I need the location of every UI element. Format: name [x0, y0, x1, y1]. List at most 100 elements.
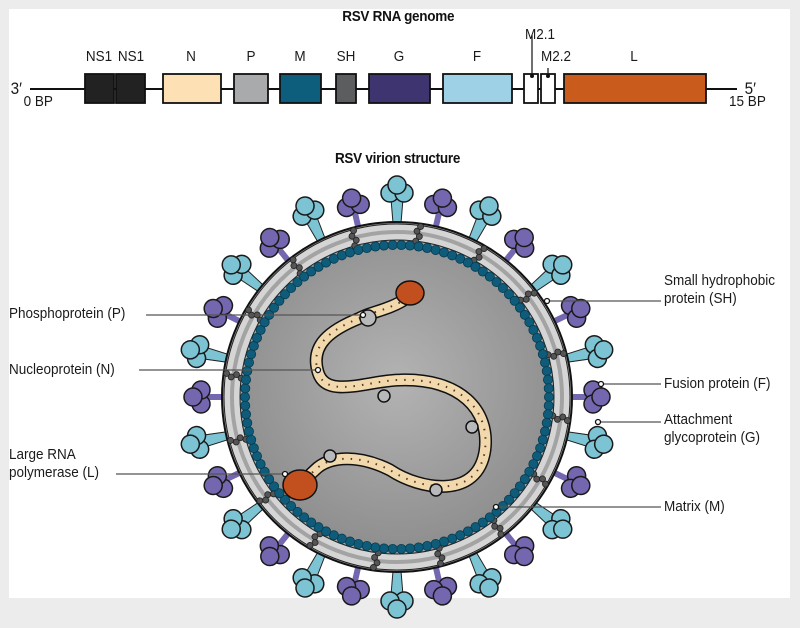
matrix-bead	[353, 244, 364, 255]
label-sh-line2: protein (SH)	[664, 290, 737, 307]
gene-box-m2-1	[523, 73, 539, 104]
gene-box-m	[279, 73, 322, 104]
leader-dot-p	[359, 311, 367, 319]
attachment-glycoprotein-spike	[183, 380, 227, 414]
phosphoprotein-3	[465, 420, 479, 434]
gene-box-f	[442, 73, 513, 104]
matrix-bead	[470, 261, 481, 272]
matrix-bead	[497, 282, 508, 293]
attachment-glycoprotein-spike	[424, 562, 458, 606]
genome-end-5prime: 5′	[744, 79, 757, 98]
genome-end-bp: 15 BP	[729, 93, 766, 110]
matrix-bead	[430, 539, 441, 550]
matrix-bead	[544, 391, 555, 402]
label-phosphoprotein: Phosphoprotein (P)	[9, 305, 126, 322]
label-polymerase-line2: polymerase (L)	[9, 464, 100, 481]
label-attachment-line1: Attachment	[664, 411, 733, 428]
matrix-bead	[514, 302, 525, 313]
m21-pointer-dot	[530, 74, 534, 78]
matrix-bead	[484, 512, 495, 523]
label-sh-line1: Small hydrophobic	[664, 272, 776, 289]
matrix-bead	[519, 474, 530, 485]
gene-label-f: F	[472, 48, 482, 65]
leader-dot-l	[281, 470, 289, 478]
matrix-bead	[470, 522, 481, 533]
m22-pointer-dot	[546, 74, 550, 78]
attachment-glycoprotein-spike	[548, 465, 591, 499]
matrix-bead	[306, 517, 317, 528]
virion-title: RSV virion structure	[334, 150, 461, 167]
matrix-bead	[269, 302, 280, 313]
matrix-bead	[299, 271, 310, 282]
gene-label-m2-1: M2.1	[524, 26, 556, 43]
matrix-bead	[540, 357, 551, 368]
gene-label-n: N	[186, 48, 196, 65]
matrix-bead	[274, 295, 285, 306]
matrix-bead	[269, 481, 280, 492]
label-matrix: Matrix (M)	[664, 498, 725, 515]
sh-protein	[530, 470, 549, 488]
matrix-bead	[509, 295, 520, 306]
matrix-bead	[286, 282, 297, 293]
matrix-bead	[292, 277, 303, 288]
sh-protein	[289, 256, 304, 277]
gene-label-m2-2: M2.2	[540, 48, 572, 65]
label-attachment-line2: glycoprotein (G)	[664, 429, 761, 446]
matrix-bead	[239, 391, 250, 402]
matrix-bead	[477, 266, 488, 277]
matrix-bead	[396, 240, 407, 251]
nucleocapsid-beads	[299, 297, 487, 488]
matrix-bead	[240, 383, 251, 394]
leader-dot-f	[597, 380, 605, 388]
attachment-glycoprotein-spike	[336, 562, 370, 606]
genome-title: RSV RNA genome	[342, 8, 455, 25]
matrix-bead	[537, 349, 548, 360]
matrix-bead	[286, 501, 297, 512]
matrix-bead	[524, 317, 535, 328]
matrix-bead	[413, 241, 424, 252]
matrix-bead	[353, 539, 364, 550]
sh-protein	[412, 223, 424, 245]
phosphoprotein-4	[429, 483, 443, 497]
matrix-bead	[255, 324, 266, 335]
matrix-bead	[246, 434, 257, 445]
sh-protein	[549, 412, 571, 424]
matrix-bead	[274, 488, 285, 499]
matrix-bead	[477, 517, 488, 528]
gene-label-ns1: NS1	[117, 48, 145, 65]
leader-dot-sh	[543, 297, 551, 305]
leader-dot-n	[314, 366, 322, 374]
envelope-bilayer-outer	[224, 224, 570, 570]
matrix-bead	[248, 443, 259, 454]
gene-label-l: L	[630, 48, 638, 65]
matrix-bead	[345, 247, 356, 258]
attachment-glycoprotein-spike	[548, 295, 591, 329]
matrix-bead	[387, 240, 398, 251]
matrix-bead	[243, 357, 254, 368]
matrix-bead	[280, 494, 291, 505]
matrix-bead	[321, 526, 332, 537]
phosphoprotein-5	[323, 449, 337, 463]
matrix-bead	[503, 494, 514, 505]
gene-box-ns1	[115, 73, 146, 104]
matrix-bead	[396, 543, 407, 554]
gene-box-n	[162, 73, 222, 104]
sh-proteins	[223, 223, 571, 571]
polymerase-l-top	[395, 280, 425, 306]
matrix-bead	[306, 266, 317, 277]
matrix-bead	[462, 257, 473, 268]
gene-label-ns1: NS1	[85, 48, 113, 65]
matrix-bead	[378, 240, 389, 251]
envelope-line-2	[239, 239, 555, 555]
matrix-bead	[242, 366, 253, 377]
gene-box-sh	[335, 73, 357, 104]
matrix-bead	[540, 426, 551, 437]
matrix-bead	[509, 488, 520, 499]
matrix-bead	[246, 349, 257, 360]
polymerase-l	[282, 469, 318, 501]
sh-protein	[370, 549, 382, 571]
attachment-glycoprotein-spike	[567, 380, 611, 414]
leader-lines	[116, 300, 661, 508]
